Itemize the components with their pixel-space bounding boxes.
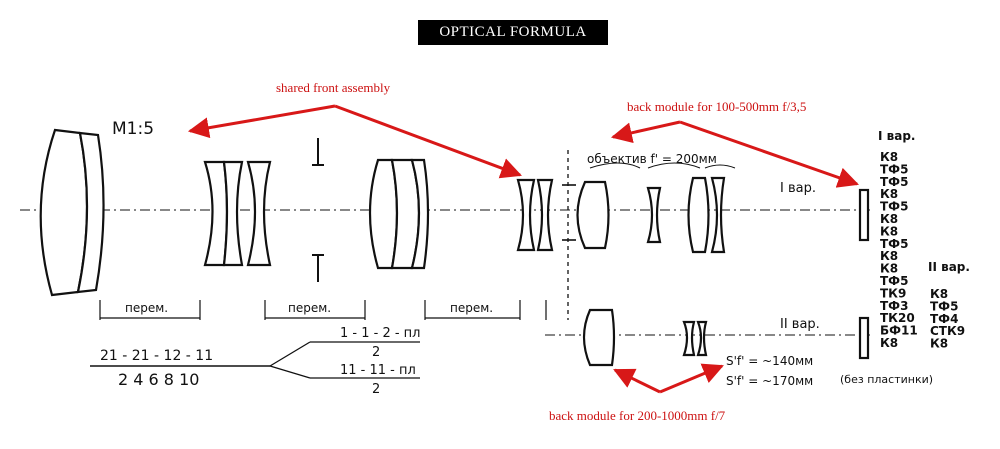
branch-1-top: 1 - 1 - 2 - пл — [340, 326, 421, 341]
back-module-2-label: back module for 200-1000mm f/7 — [549, 408, 726, 423]
glass-item: ТФ5 — [880, 175, 908, 189]
glass-item: К8 — [880, 249, 898, 263]
glass-item: К8 — [880, 224, 898, 238]
variant-1-label: I вар. — [780, 181, 816, 196]
glass-item: К8 — [880, 212, 898, 226]
back-module-1-label: back module for 100-500mm f/3,5 — [627, 99, 807, 114]
glass-item: ТФ5 — [880, 162, 908, 176]
glass-item: ТФ5 — [880, 200, 908, 214]
front-assembly-label: shared front assembly — [276, 80, 391, 95]
glass-item: ТФ3 — [880, 299, 908, 313]
glass-header-2: II вар. — [928, 260, 970, 274]
spacing-dimensions — [99, 300, 547, 320]
glass-item: К8 — [880, 262, 898, 276]
spacer-label-3: перем. — [450, 301, 493, 315]
front-doublet — [39, 128, 105, 297]
glass-item: ТФ5 — [930, 299, 958, 313]
glass-item: ТК9 — [880, 286, 906, 300]
sf-note: (без пластинки) — [840, 373, 933, 386]
lens-note: объектив f' = 200мм — [587, 152, 717, 166]
glass-item: К8 — [930, 287, 948, 301]
branch-1-bottom: 2 — [372, 345, 380, 360]
spacer-label-1: перем. — [125, 301, 168, 315]
back-module-1-lenses — [576, 176, 726, 254]
glass-item: СТК9 — [930, 324, 965, 338]
variant-2-label: II вар. — [780, 317, 820, 332]
glass-header-1: I вар. — [878, 129, 915, 143]
glass-item: К8 — [930, 337, 948, 351]
spacer-label-2: перем. — [288, 301, 331, 315]
page-title: OPTICAL FORMULA — [439, 24, 587, 40]
formula-bottom: 2 4 6 8 10 — [118, 370, 199, 389]
formula-top: 21 - 21 - 12 - 11 — [100, 348, 213, 364]
glass-item: ТФ5 — [880, 274, 908, 288]
branch-2-top: 11 - 11 - пл — [340, 363, 416, 378]
glass-item: К8 — [880, 150, 898, 164]
sf-1: S'f' = ~140мм — [726, 354, 813, 368]
glass-item: БФ11 — [880, 324, 918, 338]
filter-plate-2 — [858, 316, 870, 360]
sf-2: S'f' = ~170мм — [726, 374, 813, 388]
lens-group-3 — [368, 158, 430, 270]
scale-label: M1:5 — [112, 119, 154, 139]
glass-item: ТФ5 — [880, 237, 908, 251]
annotation-arrows — [187, 104, 859, 394]
glass-list-1: К8ТФ5ТФ5К8ТФ5К8К8ТФ5К8К8ТФ5ТК9ТФ3ТК20БФ1… — [880, 150, 918, 350]
branch-2-bottom: 2 — [372, 382, 380, 397]
glass-item: ТК20 — [880, 311, 915, 325]
back-module-2-lenses — [582, 308, 708, 367]
filter-plate-1 — [858, 188, 870, 242]
glass-item: К8 — [880, 187, 898, 201]
glass-item: К8 — [880, 336, 898, 350]
lens-group-4 — [516, 178, 554, 252]
glass-item: ТФ4 — [930, 312, 958, 326]
lens-group-2 — [203, 160, 272, 267]
title-banner: OPTICAL FORMULA — [418, 20, 608, 45]
